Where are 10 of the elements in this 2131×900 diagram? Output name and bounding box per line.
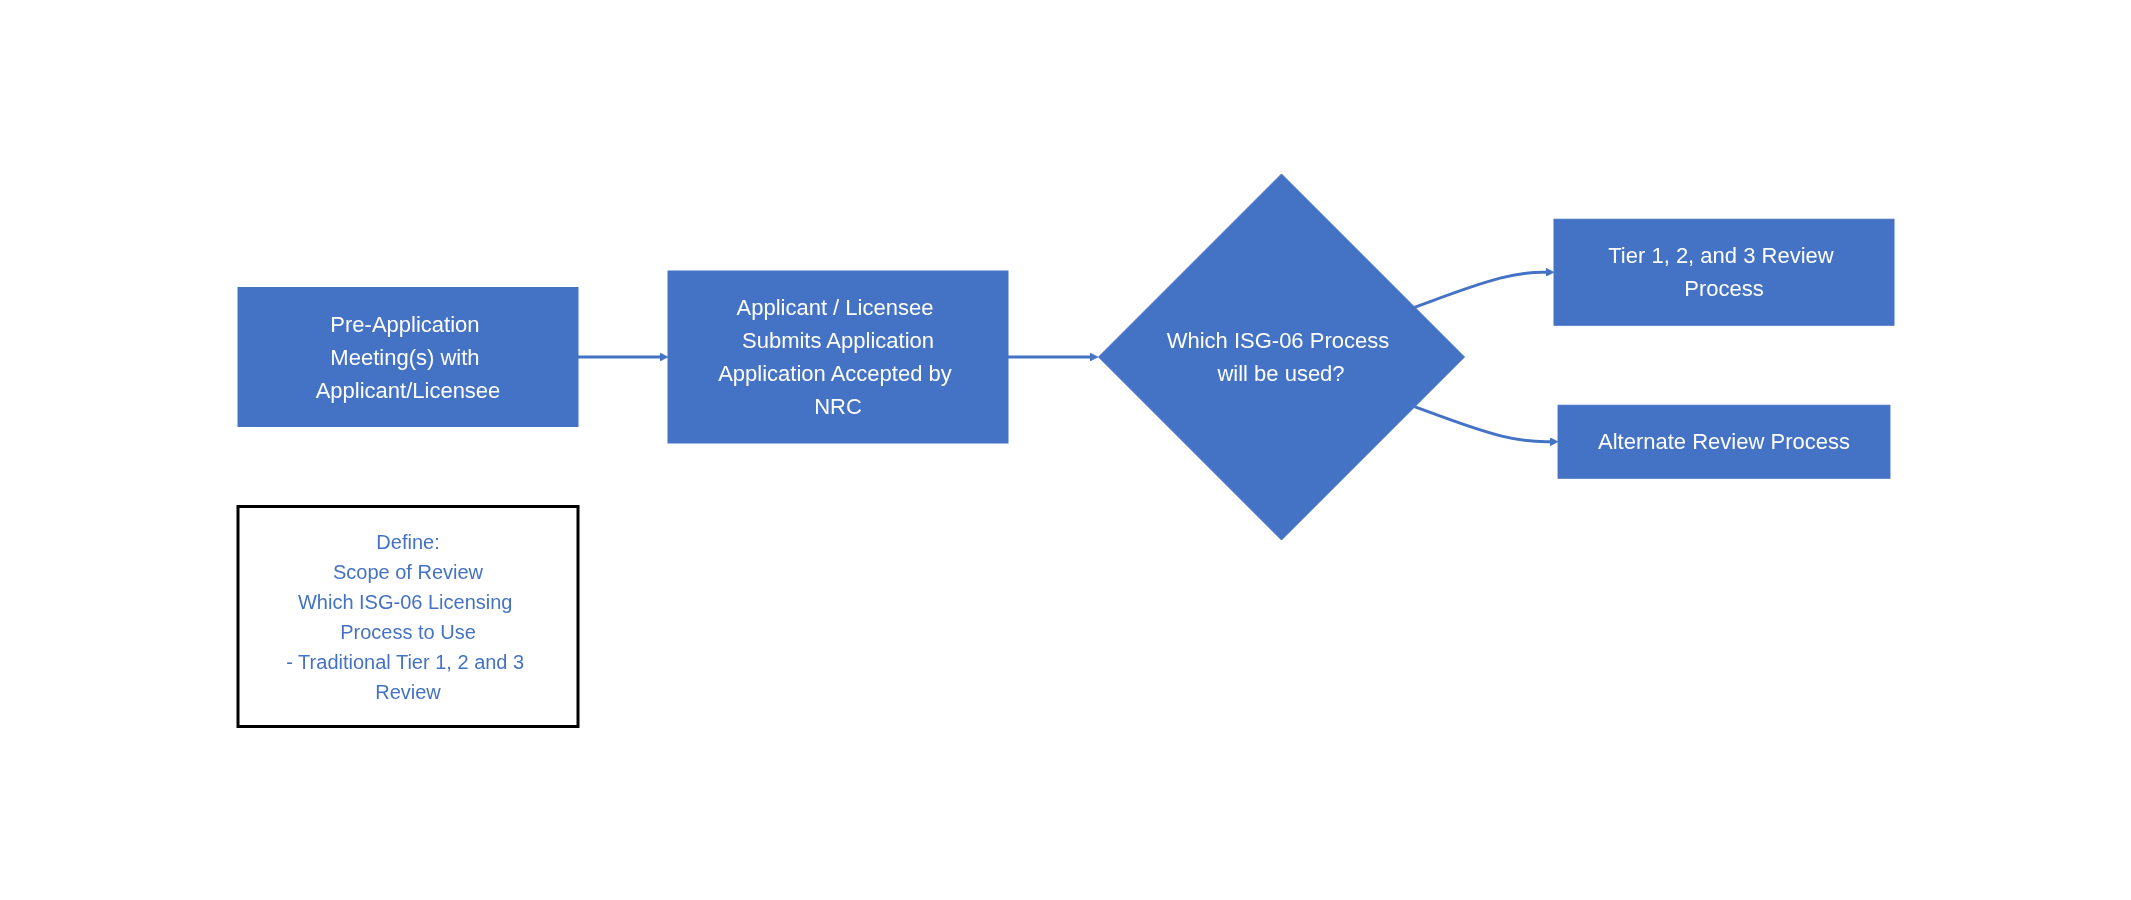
node-box: Pre-Application Meeting(s) with Applicant/Licensee bbox=[237, 286, 578, 427]
node-diamond: Which ISG-06 Process will be used? bbox=[1097, 173, 1465, 541]
node-box: Alternate Review Process bbox=[1557, 404, 1890, 479]
node-box: Define: Scope of Review Which ISG-06 Licensing Process to Use - Traditional Tier 1, 2 and 3 Review bbox=[236, 504, 579, 728]
node-box: Tier 1, 2, and 3 Review Process bbox=[1553, 218, 1894, 326]
arrow bbox=[1413, 267, 1554, 309]
node-box: Applicant / Licensee Submits Application Application Accepted by NRC bbox=[667, 270, 1008, 444]
arrow bbox=[1413, 404, 1558, 446]
arrow bbox=[577, 352, 668, 362]
arrow bbox=[1007, 352, 1098, 362]
